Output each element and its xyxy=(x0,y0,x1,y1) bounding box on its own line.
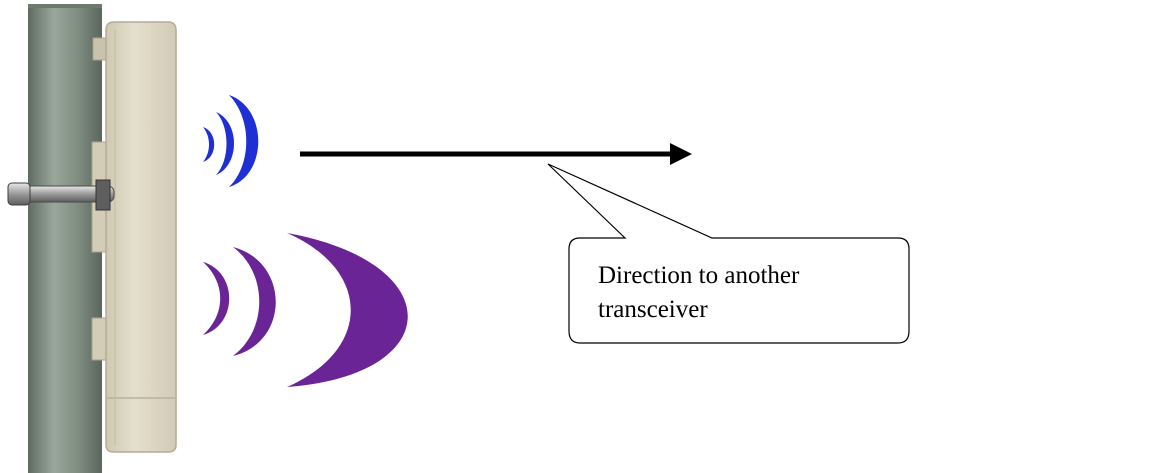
callout-line-1: Direction to another xyxy=(598,262,800,289)
mounting-pole xyxy=(28,4,102,473)
callout-bubble xyxy=(547,163,910,344)
callout-label: Direction to another transceiver xyxy=(598,259,898,327)
hose-clamp xyxy=(7,179,115,211)
callout-line-2: transceiver xyxy=(598,296,708,323)
direction-arrow xyxy=(300,143,692,165)
antenna-device xyxy=(91,21,177,453)
signal-waves-blue-icon xyxy=(203,95,259,187)
signal-waves-purple-icon xyxy=(203,233,408,387)
